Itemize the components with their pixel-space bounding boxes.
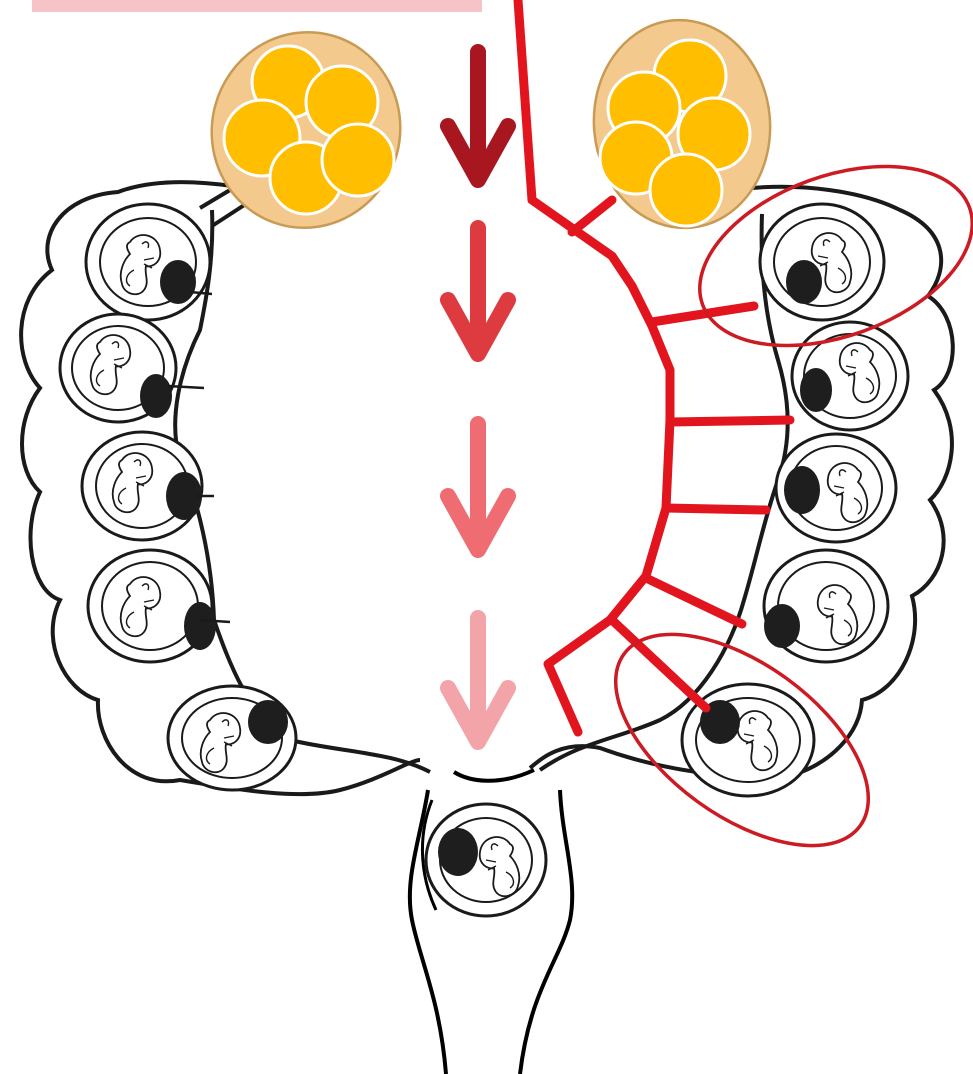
fetal-sac-left-1 bbox=[86, 204, 210, 320]
artery-branch-ovary bbox=[572, 200, 612, 232]
fetal-sac-right-2 bbox=[792, 322, 908, 430]
artery-branch-3 bbox=[666, 508, 766, 510]
placenta-icon bbox=[184, 602, 216, 650]
fetal-sac-left-4 bbox=[88, 550, 216, 662]
gradient-arrows bbox=[448, 52, 508, 742]
fetal-sac-left-5 bbox=[168, 686, 296, 790]
fetal-sac-right-1 bbox=[760, 204, 884, 320]
fetal-sac-left-2 bbox=[60, 314, 176, 422]
left-horn-fetuses bbox=[60, 204, 296, 790]
cervix-junction bbox=[454, 770, 534, 781]
down-arrow-icon bbox=[448, 618, 508, 742]
placenta-icon bbox=[248, 700, 288, 744]
placenta-icon bbox=[140, 374, 172, 418]
fetal-sac-right-3 bbox=[776, 434, 896, 542]
fetal-sac-body bbox=[426, 804, 546, 916]
artery-branch-2 bbox=[670, 420, 790, 422]
artery-branch-4 bbox=[646, 578, 742, 624]
down-arrow-icon bbox=[448, 228, 508, 354]
placenta-icon bbox=[438, 828, 478, 876]
placenta-icon bbox=[786, 260, 822, 304]
left-ovary bbox=[190, 11, 422, 249]
artery-branch-5 bbox=[612, 620, 706, 708]
right-horn-fetuses bbox=[682, 204, 908, 796]
placenta-icon bbox=[160, 260, 196, 304]
placenta-icon bbox=[800, 368, 832, 412]
placenta-icon bbox=[764, 604, 800, 648]
down-arrow-icon bbox=[448, 424, 508, 550]
fetal-sac-left-3 bbox=[82, 432, 202, 540]
fetal-sac-right-4 bbox=[764, 550, 888, 662]
down-arrow-icon bbox=[448, 52, 508, 180]
placenta-icon bbox=[784, 466, 820, 514]
